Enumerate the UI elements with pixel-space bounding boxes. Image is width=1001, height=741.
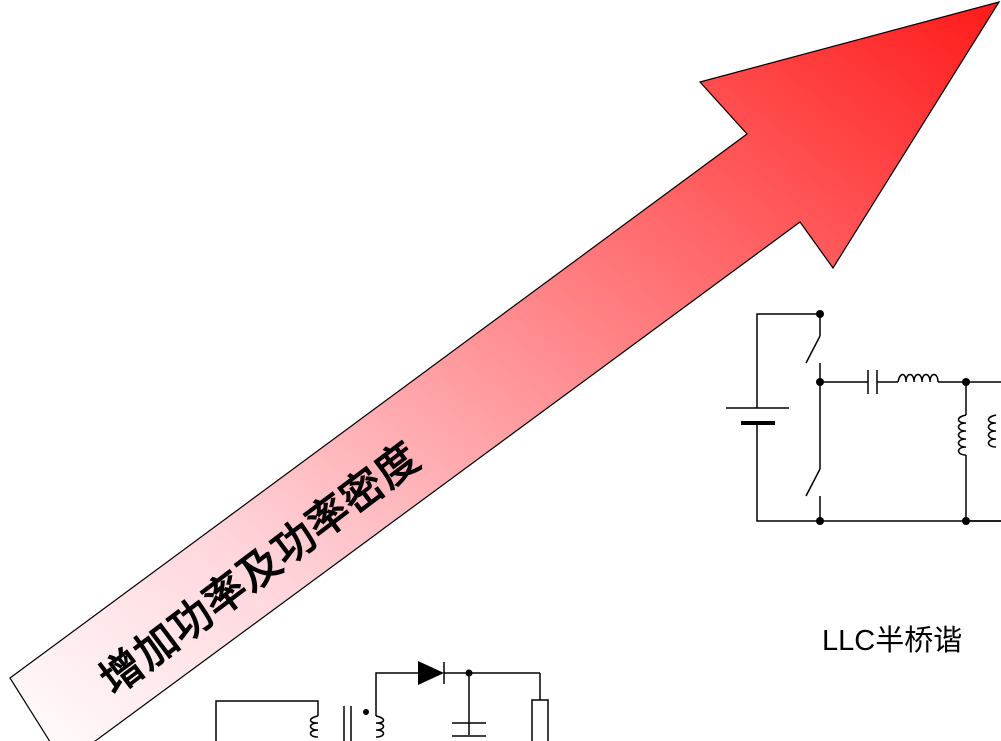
flyback-circuit [215, 662, 549, 741]
flyback-secondary-wire [375, 672, 418, 716]
flyback-primary-winding [309, 715, 319, 738]
llc-upper-switch [805, 335, 821, 364]
llc-circuit [726, 313, 1001, 522]
llc-magnetizing-inductor [957, 414, 967, 456]
flyback-primary-wire [215, 700, 319, 741]
flyback-junction-dot [465, 669, 473, 677]
flyback-polarity-dot [363, 709, 369, 715]
growth-arrow [9, 1, 1001, 741]
llc-left-rail-top [756, 313, 820, 408]
llc-left-rail-bottom [756, 423, 820, 522]
flyback-secondary-winding [375, 715, 385, 738]
llc-transformer-primary [987, 414, 997, 448]
llc-lower-switch [805, 468, 821, 497]
llc-junction-dots [816, 310, 970, 525]
llc-caption: LLC半桥谐 [822, 625, 963, 657]
llc-series-inductor [897, 373, 939, 383]
flyback-diode [418, 661, 444, 685]
load-resistor [531, 699, 549, 741]
